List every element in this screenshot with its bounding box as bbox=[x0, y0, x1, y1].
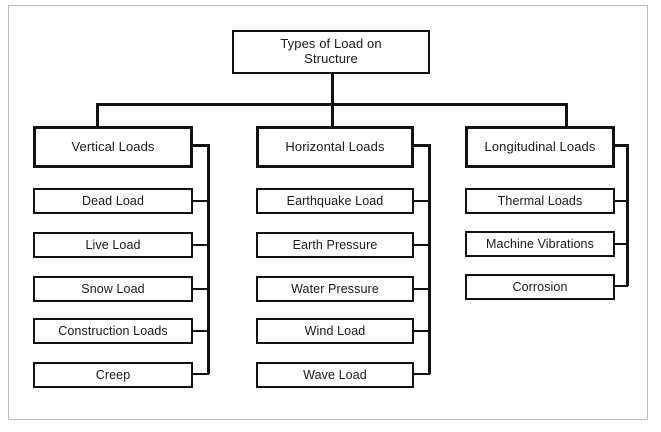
connector-c3-stub-1 bbox=[615, 200, 628, 202]
leaf-creep: Creep bbox=[33, 362, 193, 388]
leaf-earth-pressure: Earth Pressure bbox=[256, 232, 414, 258]
root-node-label-line1: Types of Load on bbox=[280, 36, 382, 52]
leaf-dead-load: Dead Load bbox=[33, 188, 193, 214]
leaf-construction-loads: Construction Loads bbox=[33, 318, 193, 344]
branch-header-longitudinal-loads: Longitudinal Loads bbox=[465, 126, 615, 168]
root-node-label: Types of Load on Structure bbox=[280, 36, 382, 67]
leaf-water-pressure: Water Pressure bbox=[256, 276, 414, 302]
leaf-label: Earth Pressure bbox=[292, 237, 378, 252]
leaf-wave-load: Wave Load bbox=[256, 362, 414, 388]
connector-c1-stub-4 bbox=[193, 330, 209, 332]
branch-header-label: Vertical Loads bbox=[71, 138, 155, 154]
root-node: Types of Load on Structure bbox=[232, 30, 430, 74]
connector-c1-stub-5 bbox=[193, 373, 209, 375]
leaf-wind-load: Wind Load bbox=[256, 318, 414, 344]
leaf-label: Snow Load bbox=[81, 281, 145, 296]
leaf-label: Wind Load bbox=[304, 323, 366, 338]
connector-c1-stub-1 bbox=[193, 200, 209, 202]
leaf-label: Dead Load bbox=[81, 193, 145, 208]
connector-c2-stub-2 bbox=[414, 244, 430, 246]
connector-c2-header-stub bbox=[414, 144, 431, 147]
leaf-label: Creep bbox=[95, 367, 131, 382]
root-node-label-line2: Structure bbox=[304, 51, 358, 66]
branch-header-label: Longitudinal Loads bbox=[484, 138, 596, 154]
branch-header-horizontal-loads: Horizontal Loads bbox=[256, 126, 414, 168]
connector-c3-spine bbox=[626, 144, 629, 286]
leaf-label: Wave Load bbox=[303, 367, 367, 382]
leaf-label: Water Pressure bbox=[291, 281, 379, 296]
branch-header-vertical-loads: Vertical Loads bbox=[33, 126, 193, 168]
leaf-label: Earthquake Load bbox=[286, 193, 384, 208]
connector-c1-stub-3 bbox=[193, 288, 209, 290]
leaf-label: Thermal Loads bbox=[497, 193, 583, 208]
connector-c1-spine bbox=[207, 144, 210, 374]
connector-c3-stub-3 bbox=[615, 285, 628, 287]
connector-c3-header-stub bbox=[615, 144, 629, 147]
connector-c1-header-stub bbox=[193, 144, 210, 147]
connector-c2-stub-1 bbox=[414, 200, 430, 202]
connector-c2-stub-4 bbox=[414, 330, 430, 332]
connector-c3-stub-2 bbox=[615, 243, 628, 245]
leaf-earthquake-load: Earthquake Load bbox=[256, 188, 414, 214]
leaf-machine-vibrations: Machine Vibrations bbox=[465, 231, 615, 257]
leaf-label: Corrosion bbox=[512, 279, 568, 294]
connector-root-drop bbox=[331, 74, 334, 106]
leaf-label: Live Load bbox=[85, 237, 141, 252]
connector-bus-drop-left bbox=[96, 103, 99, 128]
connector-bus-drop-middle bbox=[331, 103, 334, 128]
branch-header-label: Horizontal Loads bbox=[285, 138, 385, 154]
connector-c2-spine bbox=[428, 144, 431, 374]
connector-bus-drop-right bbox=[565, 103, 568, 128]
leaf-snow-load: Snow Load bbox=[33, 276, 193, 302]
connector-c2-stub-5 bbox=[414, 373, 430, 375]
leaf-live-load: Live Load bbox=[33, 232, 193, 258]
leaf-label: Construction Loads bbox=[58, 323, 168, 338]
leaf-corrosion: Corrosion bbox=[465, 274, 615, 300]
connector-c2-stub-3 bbox=[414, 288, 430, 290]
leaf-label: Machine Vibrations bbox=[486, 236, 594, 251]
leaf-thermal-loads: Thermal Loads bbox=[465, 188, 615, 214]
connector-c1-stub-2 bbox=[193, 244, 209, 246]
